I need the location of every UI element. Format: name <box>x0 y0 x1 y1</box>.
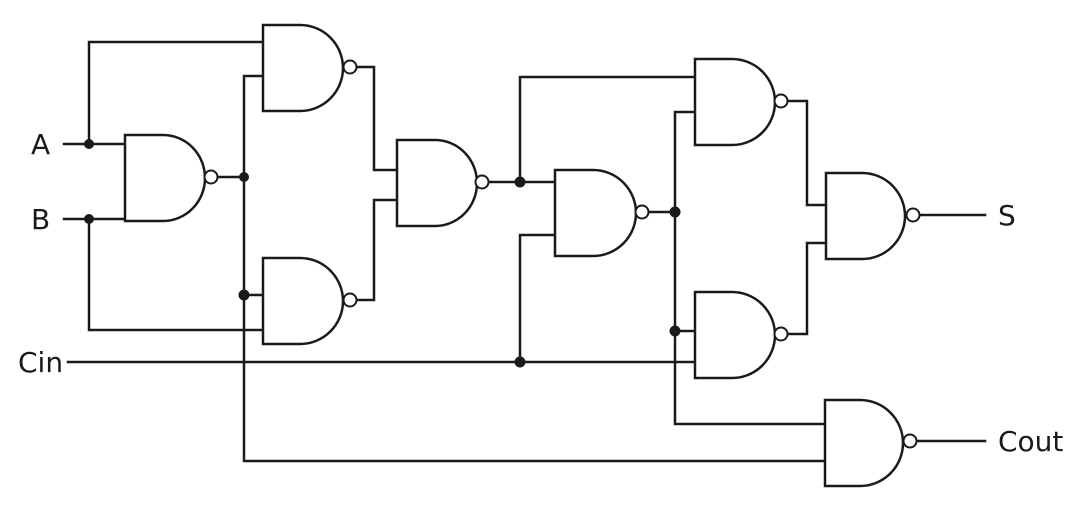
junction-dot <box>239 172 249 182</box>
nand-gate <box>261 23 358 113</box>
wire-g0-bus <box>242 74 827 463</box>
input-label-cin: Cin <box>18 346 63 379</box>
junctions <box>84 139 681 368</box>
junction-dot <box>669 325 681 337</box>
junction-dot <box>84 214 94 224</box>
nand-gate <box>395 138 490 228</box>
wire-g4-bus <box>673 110 827 426</box>
nand-gate <box>693 290 789 380</box>
wires <box>62 40 987 463</box>
junction-dot <box>84 139 94 149</box>
wire-g5-out <box>786 99 828 207</box>
input-label-a: A <box>31 128 50 161</box>
wire-g1-out <box>355 65 399 172</box>
wire-cin-to-g4 <box>518 233 557 364</box>
wire-a-to-g1 <box>87 40 265 146</box>
junction-dot <box>669 206 681 218</box>
nand-gate <box>261 256 358 346</box>
wire-b-to-g3 <box>87 217 265 332</box>
nand-gate <box>693 57 789 147</box>
nand-gate <box>823 398 918 488</box>
output-label-s: S <box>998 199 1016 232</box>
input-label-b: B <box>31 203 50 236</box>
nand-gate <box>553 168 650 258</box>
wire-g3-out <box>355 198 399 302</box>
junction-dot <box>514 356 526 368</box>
junction-dot <box>238 289 250 301</box>
junction-dot <box>514 176 526 188</box>
wire-g2-to-g5 <box>518 75 697 184</box>
nand-gate <box>123 133 219 223</box>
nand-gate <box>824 171 921 261</box>
output-label-cout: Cout <box>998 425 1063 458</box>
io-labels: A B Cin S Cout <box>18 128 1063 458</box>
gates <box>123 23 921 488</box>
wire-g7-out <box>786 241 828 336</box>
